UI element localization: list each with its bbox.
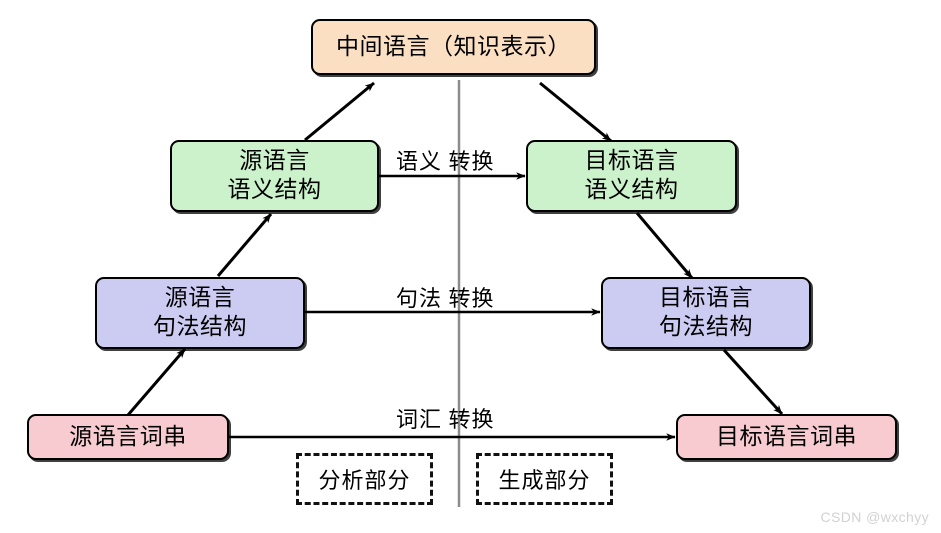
node-target-syntax[interactable]: 目标语言 句法结构 — [601, 277, 811, 349]
node-source-semantic-line2: 语义结构 — [227, 177, 322, 202]
section-generation-label: 生成部分 — [498, 468, 591, 493]
node-source-lexical-label: 源语言词串 — [69, 423, 187, 449]
node-source-syntax-line2: 句法结构 — [153, 314, 247, 339]
arrow-interlingua-to-target-semantic — [539, 81, 612, 143]
arrow-target-syntax-to-target-lexical — [722, 348, 784, 416]
section-analysis-label: 分析部分 — [318, 468, 411, 493]
label-semantic-transfer: 语义 转换 — [396, 149, 495, 174]
node-interlingua[interactable]: 中间语言（知识表示） — [311, 19, 596, 75]
arrow-source-lexical-to-source-syntax — [126, 348, 187, 416]
label-syntactic-transfer: 句法 转换 — [396, 286, 495, 311]
arrow-target-semantic-to-target-syntax — [635, 212, 694, 279]
node-interlingua-label: 中间语言（知识表示） — [336, 33, 571, 59]
node-source-lexical[interactable]: 源语言词串 — [27, 414, 229, 460]
node-target-semantic[interactable]: 目标语言 语义结构 — [526, 140, 737, 212]
section-analysis: 分析部分 — [296, 453, 433, 505]
label-lexical-transfer: 词汇 转换 — [396, 407, 495, 432]
node-target-lexical-label: 目标语言词串 — [716, 423, 857, 449]
node-source-syntax[interactable]: 源语言 句法结构 — [95, 277, 305, 349]
node-target-semantic-line1: 目标语言 — [584, 148, 679, 174]
watermark: CSDN @wxchyy — [820, 509, 929, 525]
node-source-syntax-line1: 源语言 — [164, 285, 236, 311]
node-target-syntax-line2: 句法结构 — [659, 314, 753, 339]
node-target-syntax-line1: 目标语言 — [659, 285, 753, 311]
arrow-source-syntax-to-source-semantic — [216, 213, 273, 277]
node-target-semantic-line2: 语义结构 — [584, 177, 679, 202]
node-target-lexical[interactable]: 目标语言词串 — [676, 414, 897, 460]
section-generation: 生成部分 — [476, 453, 613, 505]
node-source-semantic[interactable]: 源语言 语义结构 — [170, 140, 379, 212]
node-source-semantic-line1: 源语言 — [239, 148, 310, 174]
arrow-source-semantic-to-interlingua — [304, 81, 375, 142]
